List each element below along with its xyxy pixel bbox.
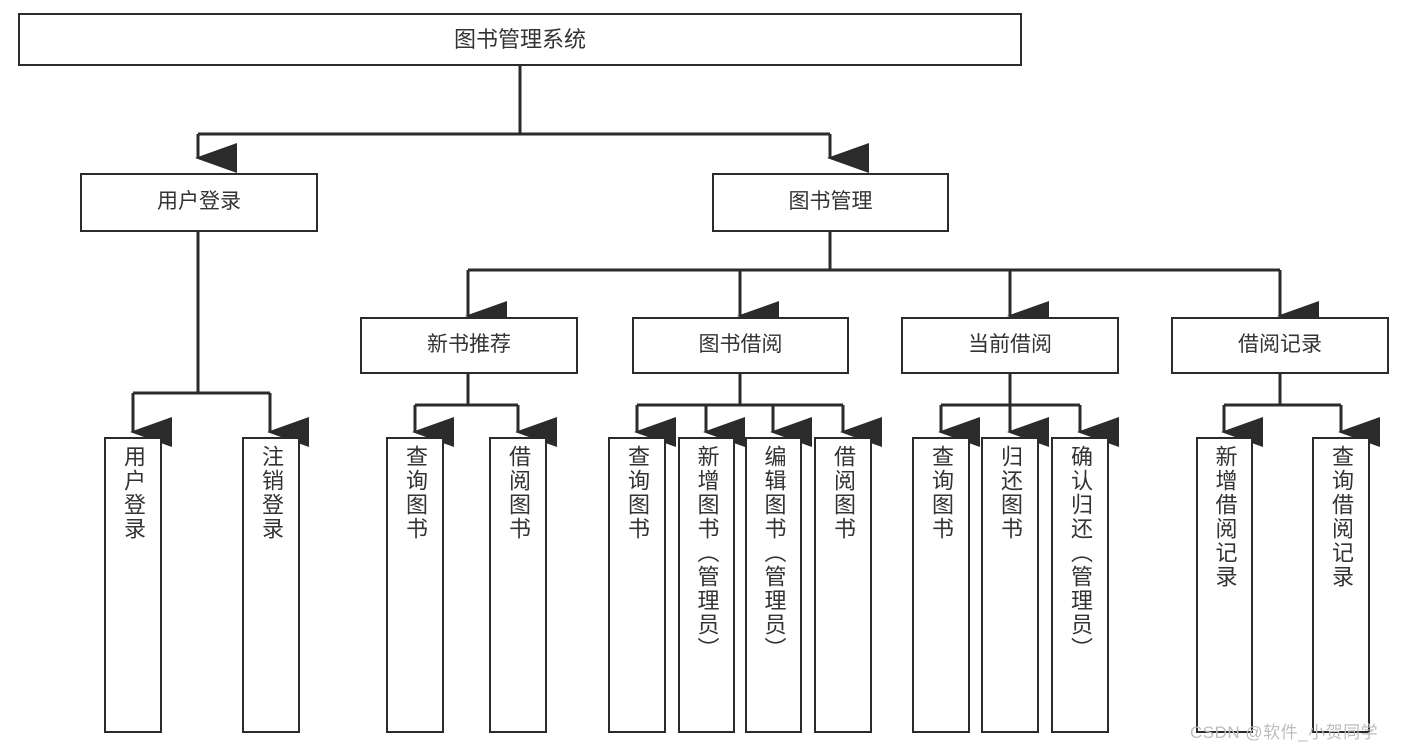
node-label: 新增借阅记录	[1212, 445, 1238, 589]
node-label: 归还图书	[998, 445, 1023, 541]
node-leaf-query-borrow-record[interactable]: 查询借阅记录	[1312, 437, 1370, 733]
node-book-borrow[interactable]: 图书借阅	[632, 317, 849, 374]
node-book-management[interactable]: 图书管理	[712, 173, 949, 232]
node-label: 用户登录	[121, 445, 146, 541]
node-leaf-logout-login[interactable]: 注销登录	[242, 437, 300, 733]
node-leaf-confirm-return[interactable]: 确认归还（管理员）	[1051, 437, 1109, 733]
node-current-borrow[interactable]: 当前借阅	[901, 317, 1119, 374]
node-label: 图书管理系统	[453, 26, 586, 52]
node-label: 当前借阅	[968, 333, 1052, 357]
node-leaf-borrow-book-recommend[interactable]: 借阅图书	[489, 437, 547, 733]
node-leaf-return-book[interactable]: 归还图书	[981, 437, 1039, 733]
node-new-book-recommend[interactable]: 新书推荐	[360, 317, 578, 374]
node-leaf-edit-book[interactable]: 编辑图书（管理员）	[745, 437, 802, 733]
node-label: 图书借阅	[698, 333, 783, 357]
node-label: 借阅图书	[506, 445, 531, 541]
watermark-text: CSDN @软件_小贺同学	[1190, 723, 1379, 742]
node-label: 查询图书	[929, 445, 954, 541]
node-leaf-user-login[interactable]: 用户登录	[104, 437, 162, 733]
node-leaf-query-book-borrow[interactable]: 查询图书	[608, 437, 666, 733]
node-label: 新书推荐	[427, 333, 511, 357]
node-label: 确认归还（管理员）	[1068, 445, 1093, 661]
node-label: 查询借阅记录	[1329, 445, 1354, 589]
node-label: 借阅记录	[1238, 333, 1322, 357]
node-label: 图书管理	[788, 190, 873, 214]
node-label: 查询图书	[625, 445, 650, 541]
csdn-watermark: CSDN @软件_小贺同学	[1190, 718, 1378, 743]
node-label: 查询图书	[403, 445, 428, 541]
node-leaf-borrow-book[interactable]: 借阅图书	[814, 437, 872, 733]
node-root-book-management-system[interactable]: 图书管理系统	[18, 13, 1022, 66]
node-borrow-record[interactable]: 借阅记录	[1171, 317, 1389, 374]
node-label: 借阅图书	[831, 445, 856, 541]
node-user-login[interactable]: 用户登录	[80, 173, 318, 232]
node-leaf-add-borrow-record[interactable]: 新增借阅记录	[1196, 437, 1253, 733]
node-label: 注销登录	[259, 445, 284, 541]
node-leaf-add-book[interactable]: 新增图书（管理员）	[678, 437, 735, 733]
node-label: 编辑图书（管理员）	[761, 445, 787, 661]
node-leaf-query-book-recommend[interactable]: 查询图书	[386, 437, 444, 733]
node-label: 新增图书（管理员）	[694, 445, 720, 661]
node-leaf-query-book-current[interactable]: 查询图书	[912, 437, 970, 733]
node-label: 用户登录	[157, 190, 241, 214]
